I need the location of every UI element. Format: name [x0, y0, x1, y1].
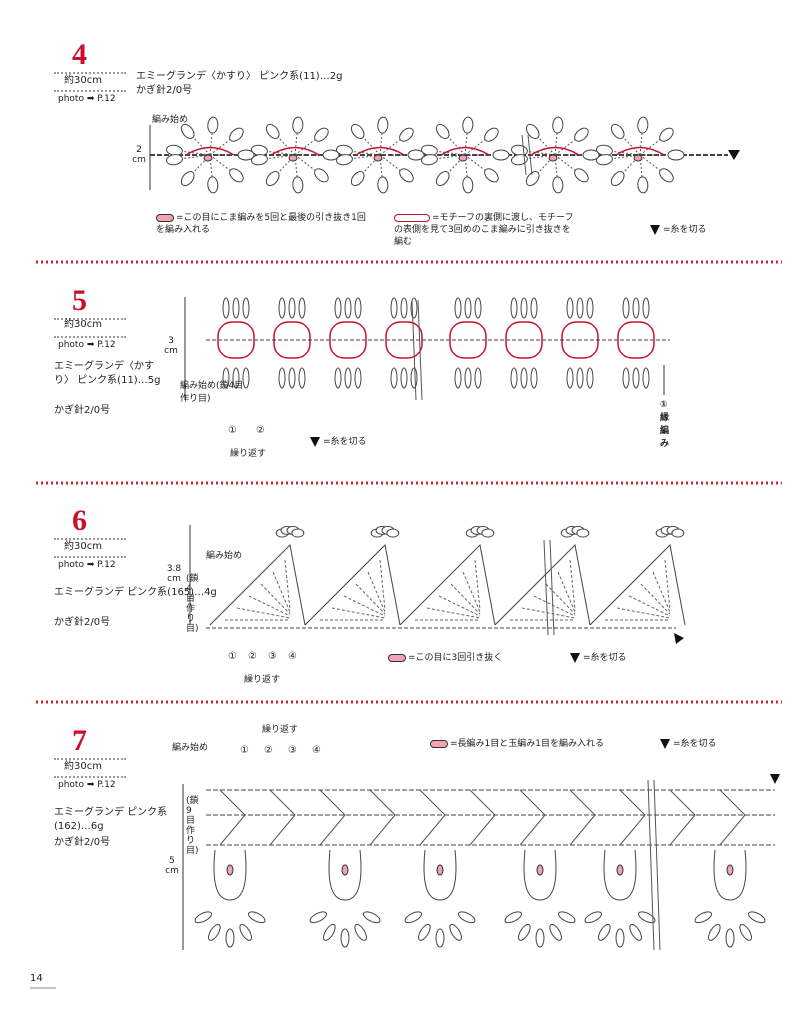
pink-ellipse-icon — [430, 739, 448, 748]
pattern-6-number: 6 — [72, 504, 87, 537]
pattern-7-hook: かぎ針2/0号 — [54, 837, 111, 848]
pattern-7-number: 7 — [72, 724, 87, 757]
pattern-5-photo-ref: photo ➡ P.12 — [58, 340, 116, 350]
pattern-5-height-label: 3 cm — [164, 336, 178, 356]
pattern-6-hook: かぎ針2/0号 — [54, 617, 111, 628]
pattern-7-legend-cut: =糸を切る — [660, 736, 717, 749]
pattern-7-foundation-label: (鎖9目作り目) — [186, 796, 199, 856]
repeat-number-1: ① — [240, 745, 249, 756]
divider-dots — [54, 538, 126, 540]
pattern-6-chart — [189, 525, 686, 644]
pattern-6-height-label: 3.8 cm — [166, 564, 182, 584]
repeat-number-3: ③ — [268, 651, 277, 662]
repeat-number-2: ② — [248, 651, 257, 662]
fan-triangles — [206, 525, 686, 629]
triangle-icon — [660, 738, 670, 749]
pattern-4-height-label: 2 cm — [132, 145, 146, 165]
pattern-4-length: 約30cm — [64, 75, 102, 86]
divider-dots — [54, 318, 126, 320]
pattern-5-repeat-label: 繰り返す — [230, 449, 267, 459]
repeat-number-4: ④ — [288, 651, 297, 662]
repeat-number-4: ④ — [312, 745, 321, 756]
pattern-4-photo-ref: photo ➡ P.12 — [58, 94, 116, 104]
page-number: 14 — [30, 973, 43, 984]
pattern-6-photo-ref: photo ➡ P.12 — [58, 560, 116, 570]
edging-body — [206, 297, 670, 389]
pattern-6-foundation-label: (鎖4目作り目) — [186, 574, 199, 634]
pattern-4-hook: かぎ針2/0号 — [136, 85, 193, 96]
cut-yarn-marker — [770, 774, 780, 784]
repeat-number-2: ② — [264, 745, 273, 756]
divider-dots — [54, 758, 126, 760]
pattern-7-height-label: 5 cm — [165, 856, 179, 876]
pattern-5-length: 約30cm — [64, 319, 102, 330]
pink-ellipse-icon — [388, 653, 406, 662]
divider-dots — [54, 90, 126, 92]
pattern-4-legend-dot: =この目にこま編みを5回と最後の引き抜き1回を編み入れる — [156, 213, 366, 235]
divider-dots — [54, 72, 126, 74]
pattern-6-length: 約30cm — [64, 541, 102, 552]
pattern-6-legend-dot: =この目に3回引き抜く — [388, 650, 502, 663]
divider-dots — [54, 556, 126, 558]
pattern-5-legend-cut: =糸を切る — [310, 434, 367, 447]
divider-dots — [54, 776, 126, 778]
pattern-7-yarn: エミーグランデ ピンク系(162)…6g — [54, 807, 168, 832]
repeat-number-1: ① — [228, 425, 237, 436]
pattern-7-chart — [182, 774, 780, 951]
pattern-4-yarn: エミーグランデ〈かすり〉 ピンク系(11)…2g — [136, 71, 343, 82]
pattern-4-legend-chain: =モチーフの裏側に渡し、モチーフの表側を見て3回めのこま編みに引き抜きを編む — [394, 213, 574, 247]
motif-flowers — [166, 116, 685, 194]
triangle-icon — [570, 652, 580, 663]
repeat-number-3: ③ — [288, 745, 297, 756]
pattern-6-brand: エミーグランデ ピンク系(165)…4g — [54, 587, 217, 598]
pattern-5-hook: かぎ針2/0号 — [54, 405, 111, 416]
repeat-number-2: ② — [256, 425, 265, 436]
pattern-5-yarn: エミーグランデ〈かすり〉 ピンク系(11)…5g — [54, 361, 161, 386]
pattern-4-number: 4 — [72, 38, 87, 71]
pattern-6-repeat-label: 繰り返す — [244, 675, 281, 685]
lattice-with-flowers — [194, 789, 775, 948]
pink-ellipse-icon — [156, 213, 174, 222]
pattern-5-start-label: 編み始め(鎖4目作り目) — [180, 381, 244, 404]
red-chain-icon — [394, 213, 430, 222]
cut-yarn-marker — [728, 150, 740, 160]
pattern-6-start-label: 編み始め — [206, 551, 243, 561]
pattern-5-chart — [184, 297, 670, 401]
pattern-7-legend-dot: =長編み1目と玉編み1目を編み入れる — [430, 736, 604, 749]
pattern-4-start-label: 編み始め — [152, 115, 189, 125]
pattern-7-start-label: 編み始め — [172, 743, 209, 753]
divider-dots — [54, 336, 126, 338]
triangle-icon — [310, 436, 320, 447]
triangle-icon — [650, 224, 660, 235]
pattern-6-legend-cut: =糸を切る — [570, 650, 627, 663]
pattern-7-repeat-label: 繰り返す — [262, 725, 299, 735]
cut-yarn-marker — [674, 633, 684, 644]
repeat-number-1: ① — [228, 651, 237, 662]
pattern-5-edge-label: ①縁編み — [660, 400, 670, 449]
pattern-5-number: 5 — [72, 284, 87, 317]
pattern-7-length: 約30cm — [64, 761, 102, 772]
pattern-4-chart — [149, 116, 740, 194]
pattern-7-photo-ref: photo ➡ P.12 — [58, 780, 116, 790]
pattern-4-legend-cut: =糸を切る — [650, 222, 707, 235]
